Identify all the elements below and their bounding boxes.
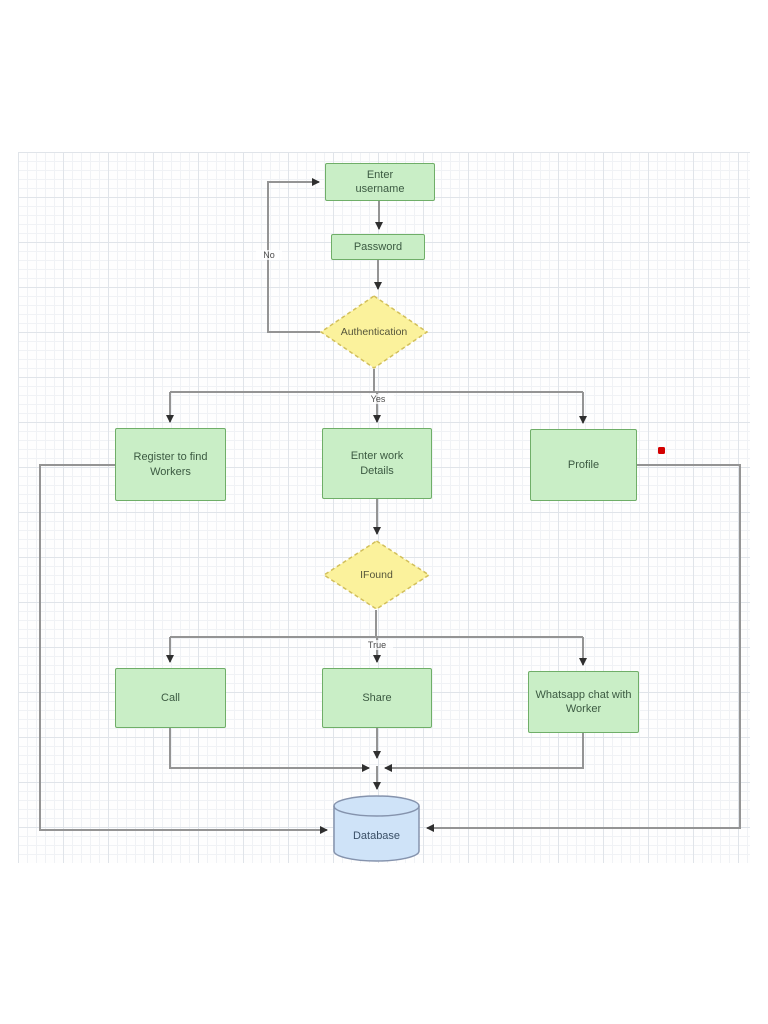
cylinder-shape <box>333 795 420 862</box>
node-enter-username-label: Enter username <box>355 168 405 195</box>
connector-register-to-database <box>39 464 328 834</box>
node-call-label: Call <box>161 691 180 704</box>
node-database: Database <box>333 795 420 862</box>
edge-label-true: True <box>361 640 393 650</box>
connector-profile-to-database <box>426 464 741 832</box>
node-authentication: Authentication <box>320 295 428 369</box>
node-database-label: Database <box>352 829 401 842</box>
node-whatsapp-label: Whatsapp chat with Worker <box>535 688 632 715</box>
edge-label-no: No <box>256 250 282 260</box>
diamond-shape <box>320 295 428 369</box>
connector-whatsapp-to-junction <box>384 733 584 772</box>
flowchart-canvas: Enter username Password Authentication R… <box>18 152 750 863</box>
node-enter-work-label: Enter work Details <box>350 450 404 477</box>
node-profile: Profile <box>530 429 637 501</box>
node-register-label: Register to find Workers <box>133 451 208 478</box>
connector-call-to-junction <box>169 728 370 772</box>
edge-label-yes: Yes <box>362 394 394 404</box>
node-call: Call <box>115 668 226 728</box>
node-password: Password <box>331 234 425 260</box>
node-whatsapp: Whatsapp chat with Worker <box>528 671 639 733</box>
node-ifound-label: IFound <box>360 569 393 581</box>
node-share: Share <box>322 668 432 728</box>
diamond-shape <box>323 540 430 610</box>
node-profile-label: Profile <box>567 458 600 471</box>
node-enter-username: Enter username <box>325 163 435 201</box>
red-marker-dot <box>658 447 665 454</box>
node-share-label: Share <box>362 691 392 704</box>
node-register: Register to find Workers <box>115 428 226 501</box>
node-enter-work: Enter work Details <box>322 428 432 499</box>
node-ifound: IFound <box>323 540 430 610</box>
node-password-label: Password <box>353 240 403 253</box>
node-authentication-label: Authentication <box>340 326 408 338</box>
